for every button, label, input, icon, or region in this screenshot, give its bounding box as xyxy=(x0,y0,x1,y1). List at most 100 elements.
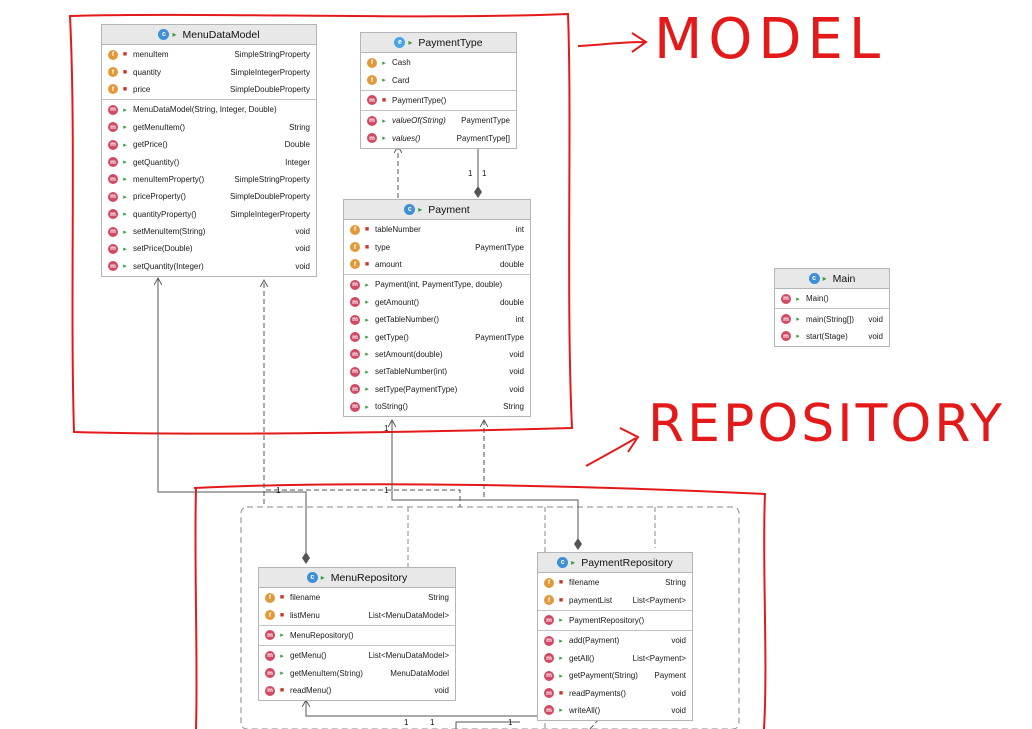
method-row[interactable]: m▸getType()PaymentType xyxy=(344,328,530,345)
method-row[interactable]: m▸getMenu()List<MenuDataModel> xyxy=(259,647,455,664)
constructor-row[interactable]: m▸PaymentRepository() xyxy=(538,612,692,629)
method-icon: m xyxy=(108,104,118,115)
method-row[interactable]: m▸getPrice()Double xyxy=(102,136,316,153)
method-row[interactable]: m▸priceProperty()SimpleDoubleProperty xyxy=(102,188,316,205)
public-icon: ▸ xyxy=(123,228,127,236)
leaf-icon: ▸ xyxy=(571,558,576,567)
multiplicity-label: 1 xyxy=(404,718,409,727)
private-icon: ■ xyxy=(122,68,128,76)
method-row[interactable]: m▸writeAll()void xyxy=(538,702,692,719)
method-icon: m xyxy=(367,133,377,144)
method-row[interactable]: m▸getAll()List<Payment> xyxy=(538,650,692,667)
method-icon: m xyxy=(350,314,360,325)
class-icon: c xyxy=(158,29,170,40)
method-icon: m xyxy=(265,650,275,661)
method-row[interactable]: m■readPayments()void xyxy=(538,684,692,701)
method-row[interactable]: m▸getPayment(String)Payment xyxy=(538,667,692,684)
method-type: Payment xyxy=(654,671,686,681)
class-header[interactable]: c ▸ MenuRepository xyxy=(259,568,455,588)
method-row[interactable]: m▸values()PaymentType[] xyxy=(361,130,516,147)
method-name: getMenuItem() xyxy=(133,122,186,132)
constructor-row[interactable]: m▸MenuRepository() xyxy=(259,627,455,644)
method-name: getTableNumber() xyxy=(375,315,440,325)
method-row[interactable]: m▸setQuantity(Integer)void xyxy=(102,258,316,275)
method-row[interactable]: m▸setAmount(double)void xyxy=(344,346,530,363)
method-row[interactable]: m▸add(Payment)void xyxy=(538,632,692,649)
class-icon: c xyxy=(557,557,569,568)
constructor-row[interactable]: m▸MenuDataModel(String, Integer, Double) xyxy=(102,101,316,118)
field-icon: f xyxy=(350,259,360,270)
constructor-row[interactable]: m▸Main() xyxy=(775,290,889,307)
class-header[interactable]: c ▸ Payment xyxy=(344,200,530,220)
method-row[interactable]: m▸setMenuItem(String)void xyxy=(102,223,316,240)
method-type: void xyxy=(295,244,310,254)
leaf-icon: ▸ xyxy=(172,30,177,39)
method-row[interactable]: m▸setTableNumber(int)void xyxy=(344,363,530,380)
main-class-icon: c xyxy=(808,273,820,284)
method-name: add(Payment) xyxy=(569,636,620,646)
method-row[interactable]: m■readMenu()void xyxy=(259,682,455,699)
field-name: price xyxy=(133,84,151,94)
method-row[interactable]: m▸main(String[])void xyxy=(775,310,889,327)
class-header[interactable]: e ▸ PaymentType xyxy=(361,33,516,53)
enum-constant-row[interactable]: f▸Cash xyxy=(361,54,516,71)
methods-section: m▸MenuDataModel(String, Integer, Double)… xyxy=(102,100,316,276)
field-icon: f xyxy=(544,577,554,588)
method-row[interactable]: m▸getAmount()double xyxy=(344,294,530,311)
class-title: PaymentType xyxy=(418,36,483,49)
public-icon: ▸ xyxy=(559,617,563,625)
constants-section: f▸Cash f▸Card xyxy=(361,53,516,91)
method-row[interactable]: m▸quantityProperty()SimpleIntegerPropert… xyxy=(102,206,316,223)
method-row[interactable]: m▸toString()String xyxy=(344,398,530,415)
method-row[interactable]: m▸setType(PaymentType)void xyxy=(344,381,530,398)
methods-section: m▸getMenu()List<MenuDataModel> m ▸ getMenu… xyxy=(259,646,455,700)
enum-paymenttype[interactable]: e ▸ PaymentType f▸Cash f▸Card m■PaymentT… xyxy=(360,32,517,149)
public-icon: ▸ xyxy=(280,670,284,678)
method-row[interactable]: m▸getTableNumber()int xyxy=(344,311,530,328)
method-name: setTableNumber(int) xyxy=(375,367,448,377)
method-row[interactable]: m▸menuItemProperty()SimpleStringProperty xyxy=(102,171,316,188)
method-row[interactable]: m▸setPrice(Double)void xyxy=(102,240,316,257)
method-row[interactable]: m▸getMenuItem()String xyxy=(102,119,316,136)
method-row[interactable]: m▸getQuantity()Integer xyxy=(102,153,316,170)
method-name: readPayments() xyxy=(569,688,626,698)
class-header[interactable]: c ▸ Main xyxy=(775,269,889,289)
method-type: void xyxy=(509,384,524,394)
class-header[interactable]: c ▸ MenuDataModel xyxy=(102,25,316,45)
class-main[interactable]: c ▸ Main m▸Main() m▸main(String[])void m… xyxy=(774,268,890,348)
method-name: readMenu() xyxy=(290,686,332,696)
class-header[interactable]: c ▸ PaymentRepository xyxy=(538,553,692,573)
method-row[interactable]: m▸start(Stage)void xyxy=(775,328,889,345)
multiplicity-label: 1 xyxy=(384,486,389,495)
constructor-row[interactable]: m■PaymentType() xyxy=(361,92,516,109)
method-name: getMenuItem(String) xyxy=(290,668,363,678)
method-row[interactable]: m▸getMenuItem(String)MenuDataModel xyxy=(259,665,455,682)
field-name: amount xyxy=(375,259,402,269)
constructor-row[interactable]: m▸Payment(int, PaymentType, double) xyxy=(344,276,530,293)
method-name: getPayment(String) xyxy=(569,671,638,681)
method-row[interactable]: m▸valueOf(String)PaymentType xyxy=(361,112,516,129)
public-icon: ▸ xyxy=(280,632,284,640)
constructor-section: m▸Main() xyxy=(775,289,889,310)
method-type: PaymentType xyxy=(461,116,510,126)
enum-constant-row[interactable]: f▸Card xyxy=(361,71,516,88)
multiplicity-label: 1 xyxy=(384,424,389,433)
method-icon: m xyxy=(350,366,360,377)
method-icon: m xyxy=(544,615,554,626)
public-icon: ▸ xyxy=(559,655,563,663)
field-type: String xyxy=(428,593,449,603)
